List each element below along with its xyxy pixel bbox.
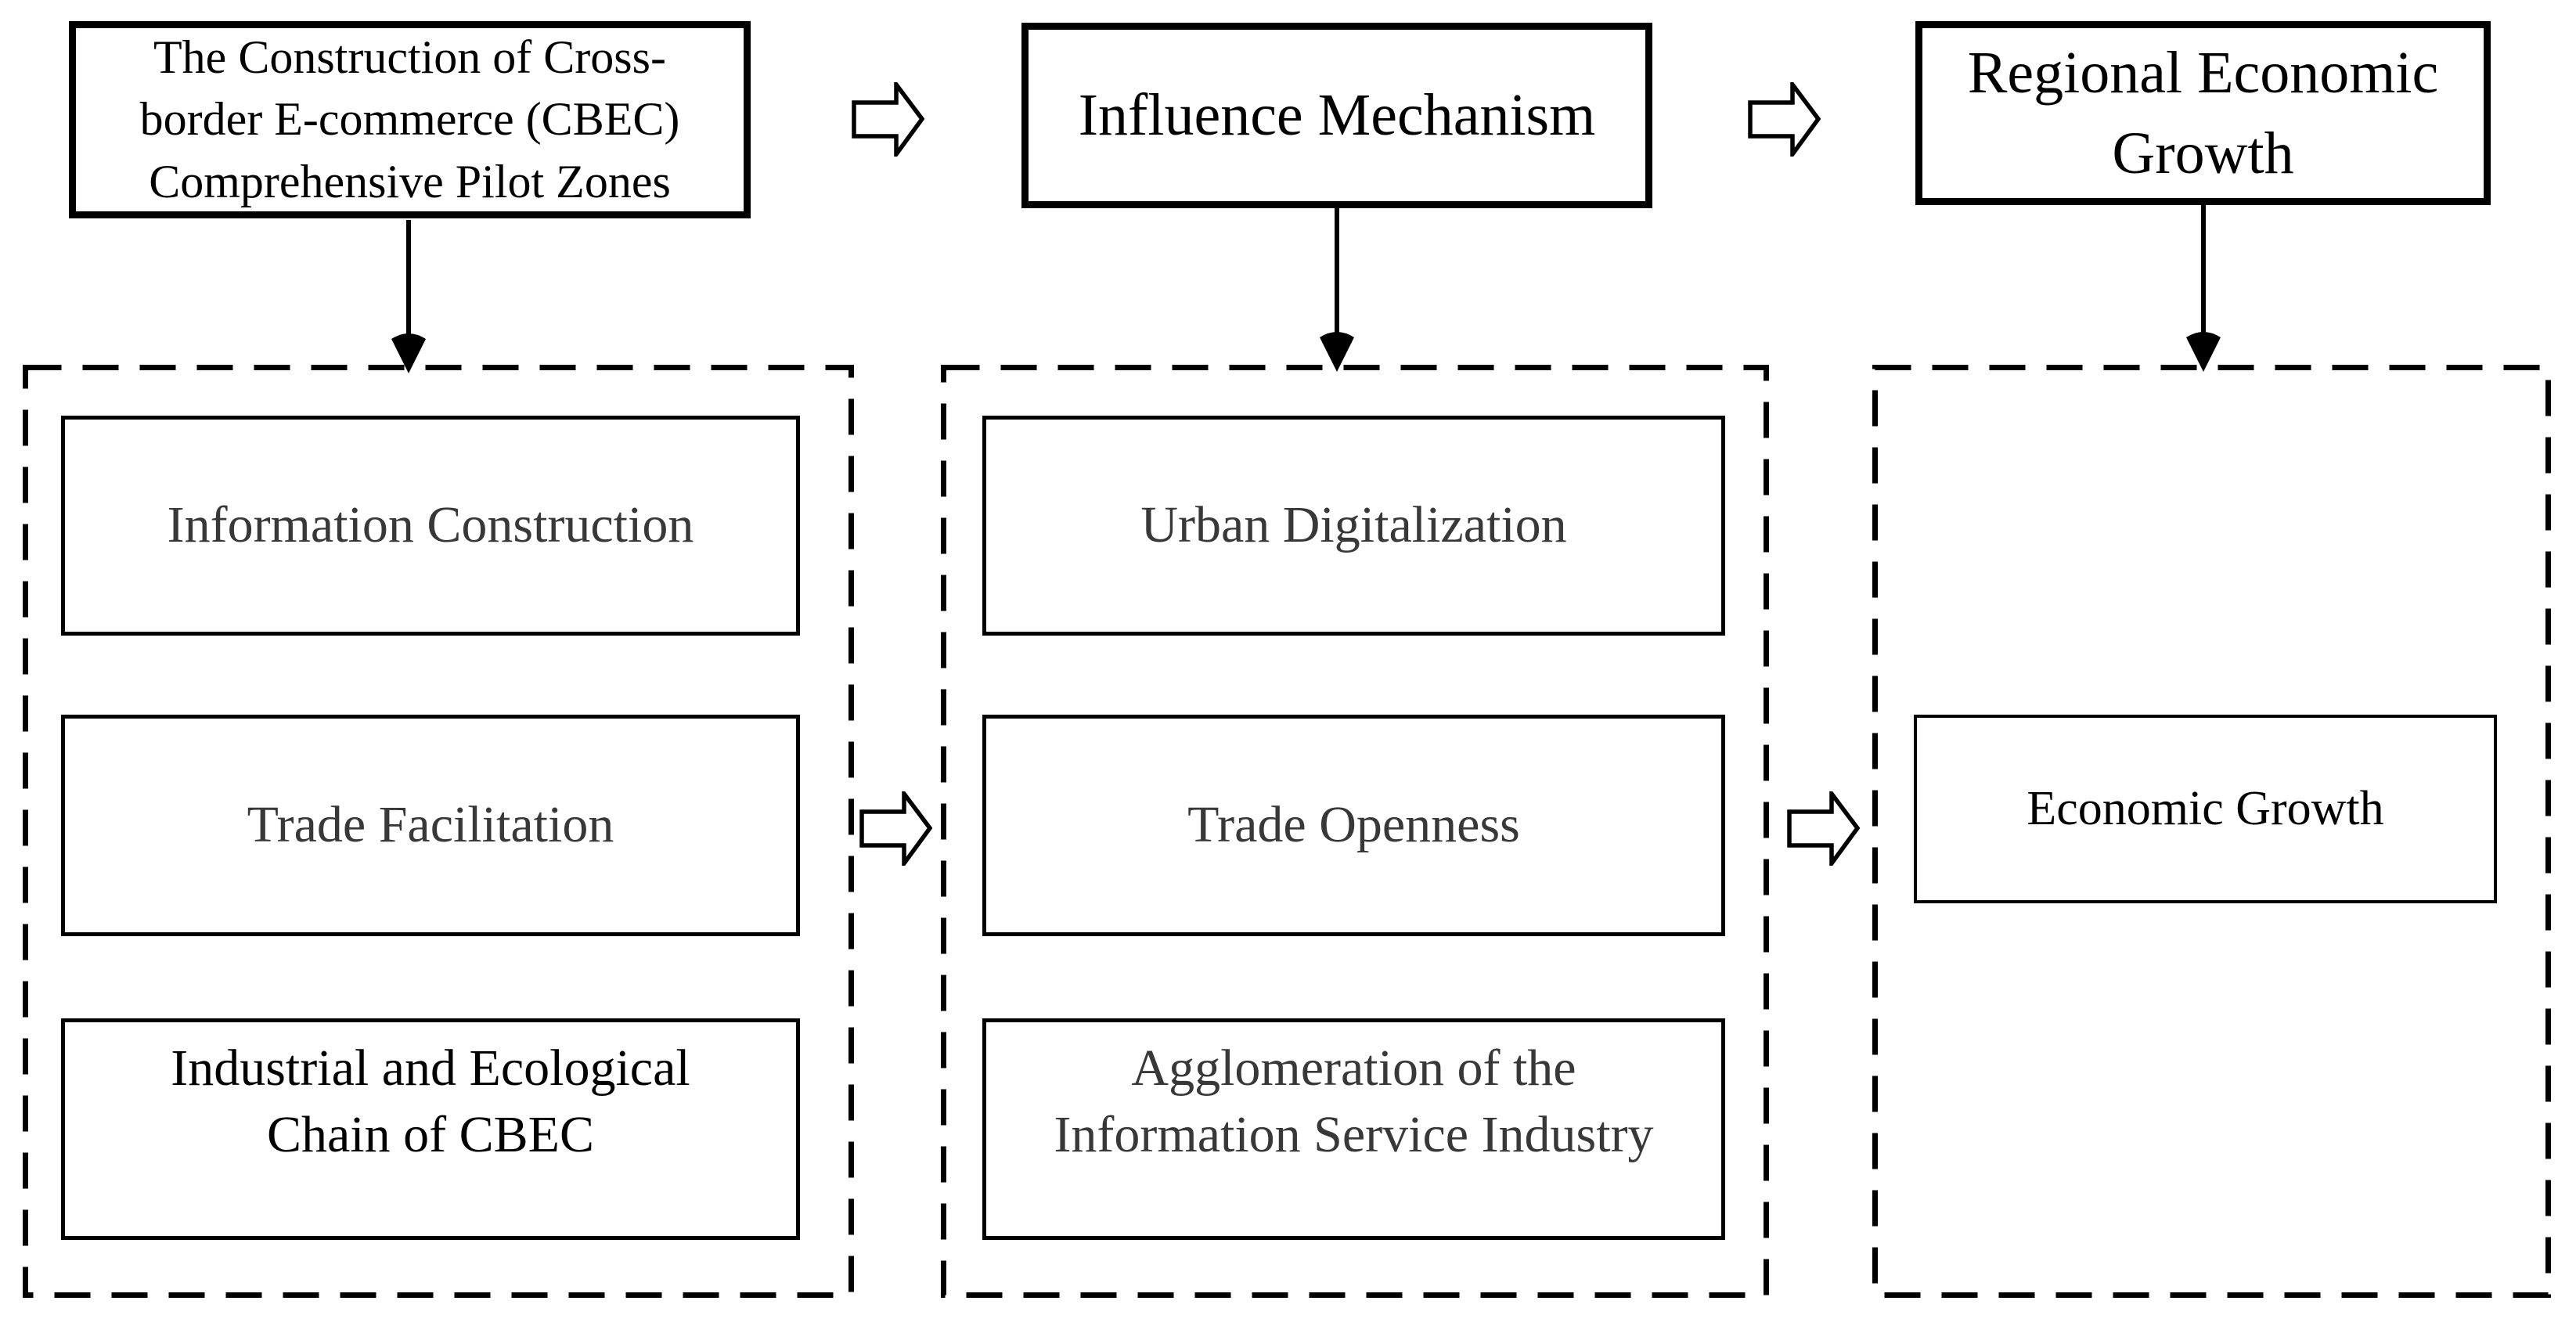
mechanism-box-label: Influence Mechanism [1078, 81, 1596, 148]
trade-facilitation-box: Trade Facilitation [61, 715, 800, 936]
urban-digitalization-label: Urban Digitalization [1140, 496, 1567, 554]
trade-openness-box: Trade Openness [982, 715, 1725, 936]
information-construction-box: Information Construction [61, 416, 800, 636]
trade-openness-label: Trade Openness [1187, 796, 1520, 854]
block-arrow-right-icon [859, 791, 932, 866]
source-box-label: The Construction of Cross- border E-comm… [139, 31, 680, 207]
agglomeration-box: Agglomeration of the Information Service… [982, 1018, 1725, 1240]
urban-digitalization-box: Urban Digitalization [982, 416, 1725, 636]
down-arrow-icon [1320, 207, 1354, 372]
agglomeration-label: Agglomeration of the Information Service… [1054, 1040, 1654, 1163]
block-arrow-right-icon [852, 82, 924, 157]
dashed-border [23, 365, 854, 1298]
mechanism-box: Influence Mechanism [1021, 23, 1652, 208]
source-box: The Construction of Cross- border E-comm… [69, 21, 751, 218]
measures-group: Information Construction Trade Facilitat… [23, 365, 854, 1298]
economic-growth-label: Economic Growth [2027, 781, 2384, 835]
down-arrow-icon [2186, 204, 2221, 372]
industrial-ecological-chain-box: Industrial and Ecological Chain of CBEC [61, 1018, 800, 1240]
economic-growth-box: Economic Growth [1914, 715, 2497, 903]
outcome-box-label: Regional Economic Growth [1967, 39, 2439, 186]
mechanisms-group: Urban Digitalization Trade Openness Aggl… [941, 365, 1769, 1298]
down-arrow-icon [391, 220, 426, 373]
dashed-border [941, 365, 1769, 1298]
outcomes-group: Economic Growth [1872, 365, 2551, 1298]
information-construction-label: Information Construction [167, 496, 694, 554]
industrial-ecological-chain-label: Industrial and Ecological Chain of CBEC [171, 1040, 690, 1163]
trade-facilitation-label: Trade Facilitation [247, 796, 614, 854]
outcome-box: Regional Economic Growth [1915, 21, 2491, 205]
block-arrow-right-icon [1748, 82, 1821, 157]
block-arrow-right-icon [1787, 791, 1860, 866]
